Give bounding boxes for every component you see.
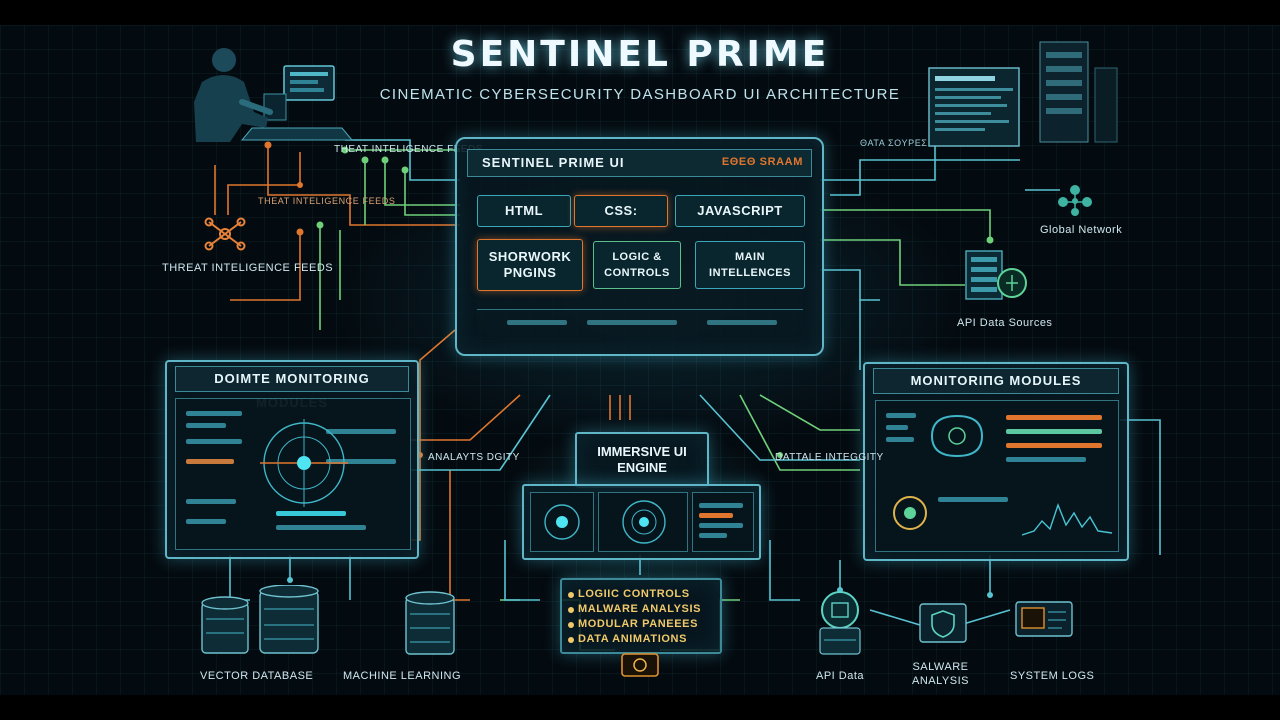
engine-feature-list: LOGIIC CONTROLS MALWARE ANALYSIS MODULAR… bbox=[560, 578, 722, 654]
core-panel-header: SENTINEL PRIME UI ΕΘΕΘ ЅRAAM bbox=[467, 149, 812, 177]
diagram-title: SENTINEL PRIME bbox=[450, 34, 830, 75]
immersive-engine-header: IMMERSIVE UI ENGINE bbox=[575, 432, 709, 488]
chip-css[interactable]: CSS: bbox=[574, 195, 668, 227]
left-monitoring-module: DOIMTE MONITORING MODULES bbox=[165, 360, 419, 559]
right-module-screen bbox=[875, 400, 1119, 552]
right-sparkline bbox=[1022, 502, 1112, 536]
chip-html[interactable]: HTML bbox=[477, 195, 571, 227]
api-data-icon bbox=[819, 591, 861, 655]
engine-title: IMMERSIVE UI ENGINE bbox=[597, 444, 687, 475]
system-logs-label: SYSTEM LOGS bbox=[1010, 670, 1095, 682]
wire-nodes bbox=[264, 141, 994, 598]
shield-icon bbox=[919, 603, 967, 643]
right-gauge-icon bbox=[931, 414, 984, 458]
server-stack-icon bbox=[965, 250, 1027, 300]
chip-main-intelligences[interactable]: MAIN INTELLENCES bbox=[695, 241, 805, 289]
core-panel-footer-traces bbox=[477, 309, 803, 338]
left-module-screen bbox=[175, 398, 411, 550]
machine-learning-icon bbox=[405, 591, 455, 655]
server-rack-icon bbox=[928, 41, 1118, 147]
threat-feeds-left-label: THREAT INTELIGENCE FEEDS bbox=[162, 262, 334, 274]
letterbox-bottom bbox=[0, 695, 1280, 720]
immersive-engine-screens bbox=[522, 484, 761, 560]
network-nodes-icon bbox=[204, 217, 246, 251]
feature-logic-controls: LOGIIC CONTROLS bbox=[578, 588, 690, 600]
threat-feeds-mid-label: ΤΗΕΑΤ ΙΝΤΕLIGENCE FEEDS bbox=[258, 196, 396, 206]
right-dial-icon bbox=[893, 496, 927, 530]
engine-screen-center bbox=[598, 492, 688, 552]
hacker-silhouette-icon bbox=[194, 48, 354, 142]
log-icon bbox=[1015, 601, 1073, 637]
right-monitoring-module: MONITORIΠG MODULES bbox=[863, 362, 1129, 561]
cyan-wires bbox=[229, 139, 1161, 626]
engine-screen-left bbox=[530, 492, 594, 552]
left-module-header: DOIMTE MONITORING MODULES bbox=[175, 366, 409, 410]
globe-network-icon bbox=[1058, 185, 1092, 216]
api-data-label: API Data bbox=[816, 670, 865, 682]
engine-chip-icon bbox=[621, 653, 659, 677]
sentinel-prime-ui-panel: SENTINEL PRIME UI ΕΘΕΘ ЅRAAM HTML CSS: J… bbox=[455, 137, 824, 356]
feature-modular-panels: MODULAR PANEEES bbox=[578, 618, 699, 630]
integrity-label: DATTALE INTEGGITY bbox=[775, 452, 884, 463]
chip-framework-plugins[interactable]: SHORWORK PNGINS bbox=[477, 239, 583, 291]
letterbox-top bbox=[0, 0, 1280, 25]
threat-feeds-top-label: ΤΗΕΑΤ ΙΝΤΕLIGENCE FEEDS bbox=[334, 144, 483, 155]
analysis-label: ANALAYTS DGITY bbox=[428, 452, 520, 463]
core-panel-title: SENTINEL PRIME UI bbox=[482, 155, 625, 170]
vector-database-label: VECTOR DATABASE bbox=[200, 670, 314, 682]
feature-malware-analysis: MALWARE ANALYSIS bbox=[578, 603, 702, 615]
diagram-subtitle: CINEMATIC CYBERSECURITY DASHBOARD UI ARC… bbox=[379, 86, 901, 103]
api-sources-label: API Data Sources bbox=[957, 317, 1053, 329]
core-panel-tag: ΕΘΕΘ ЅRAAM bbox=[721, 156, 803, 168]
machine-learning-label: MACHINE LEARNING bbox=[343, 670, 462, 682]
feature-data-animations: DATA ANIMATIONS bbox=[578, 633, 688, 645]
top-right-tag-label: ΘΑΤΑ ΣΟΥΡΕΣ bbox=[860, 138, 928, 148]
malware-analysis-label: SALWARE ANALYSIS bbox=[912, 661, 969, 687]
chip-javascript[interactable]: JAVASCRIPT bbox=[675, 195, 805, 227]
engine-screen-right bbox=[692, 492, 754, 552]
chip-logic-controls[interactable]: LOGIC & CONTROLS bbox=[593, 241, 681, 289]
left-radar-icon bbox=[260, 419, 348, 507]
vector-database-icon bbox=[201, 585, 319, 654]
global-network-label: Global Network bbox=[1040, 224, 1123, 236]
right-module-header: MONITORIΠG MODULES bbox=[873, 368, 1119, 394]
